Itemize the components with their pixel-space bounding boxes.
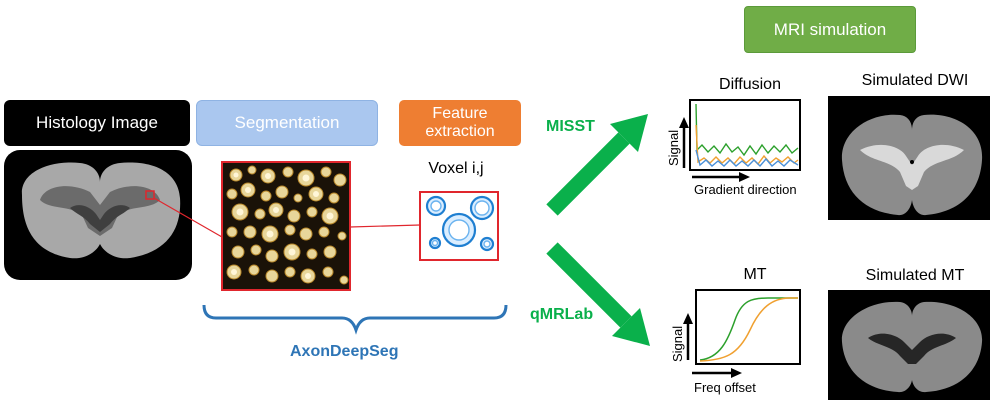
axondeepseg-brace [202,304,508,335]
mt-y-label: Signal [670,325,685,362]
mt-title: MT [743,266,767,283]
mri-simulation-label: MRI simulation [744,6,916,53]
diffusion-x-label: Gradient direction [694,182,797,197]
histology-roi-marker [145,190,155,200]
feature-extraction-label: Feature extraction [399,100,521,146]
diffusion-title: Diffusion [719,76,781,93]
segmentation-image [221,161,351,291]
mt-plot [683,289,801,378]
misst-label: MISST [546,118,595,135]
misst-arrow [546,114,648,216]
qmrlab-arrow [546,242,650,346]
histology-image-label: Histology Image [4,100,190,146]
qmrlab-label: qMRLab [530,306,594,323]
mt-x-label: Freq offset [694,380,756,395]
simulated-dwi-image [828,96,990,220]
simulated-mt-title: Simulated MT [865,267,965,284]
histology-image [4,150,192,280]
simulated-dwi-title: Simulated DWI [861,72,969,89]
diffusion-y-label: Signal [666,129,681,166]
voxel-label: Voxel i,j [428,160,484,177]
segmentation-label: Segmentation [196,100,378,146]
axondeepseg-label: AxonDeepSeg [290,343,399,360]
diffusion-plot [679,99,801,182]
simulated-mt-image [828,290,990,400]
voxel-feature-diagram [419,191,499,261]
